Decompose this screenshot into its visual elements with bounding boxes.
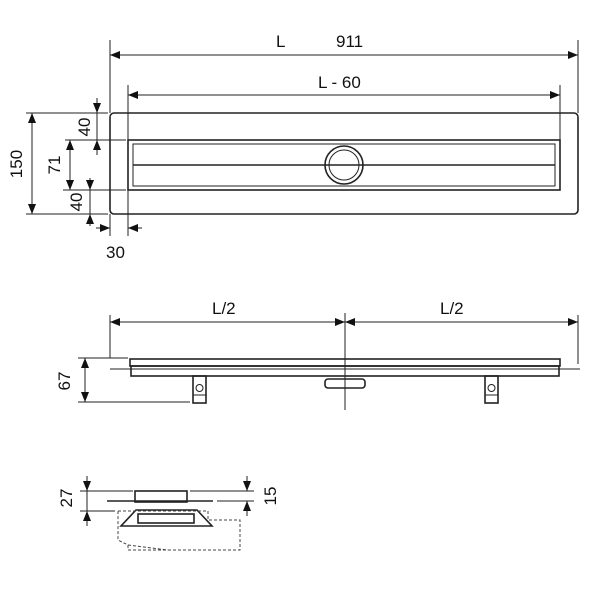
grate-section (134, 490, 188, 503)
support-foot-right (484, 375, 499, 404)
length-value: 911 (336, 32, 363, 51)
inner-length-label: L - 60 (318, 73, 361, 92)
section-view: 27 15 (57, 476, 280, 551)
drain-outline (109, 112, 579, 215)
margin-bottom-label: 40 (67, 193, 86, 212)
height-label: 67 (55, 372, 74, 391)
support-foot-left (192, 375, 207, 404)
margin-top-label: 40 (75, 118, 94, 137)
channel-section (119, 509, 214, 527)
grate-height-label: 15 (261, 487, 280, 506)
side-view: L/2 L/2 67 (55, 299, 580, 410)
top-view: L 911 L - 60 150 40 71 40 30 (7, 32, 579, 262)
end-margin-label: 30 (106, 243, 125, 262)
channel (127, 139, 561, 191)
channel-width-label: 71 (45, 156, 64, 175)
length-symbol: L (276, 32, 285, 51)
total-height-label: 27 (57, 489, 76, 508)
width-label: 150 (7, 150, 26, 178)
installation-outline (117, 510, 241, 551)
outlet-circle (324, 145, 364, 185)
half-right-label: L/2 (440, 299, 464, 318)
half-left-label: L/2 (212, 299, 236, 318)
